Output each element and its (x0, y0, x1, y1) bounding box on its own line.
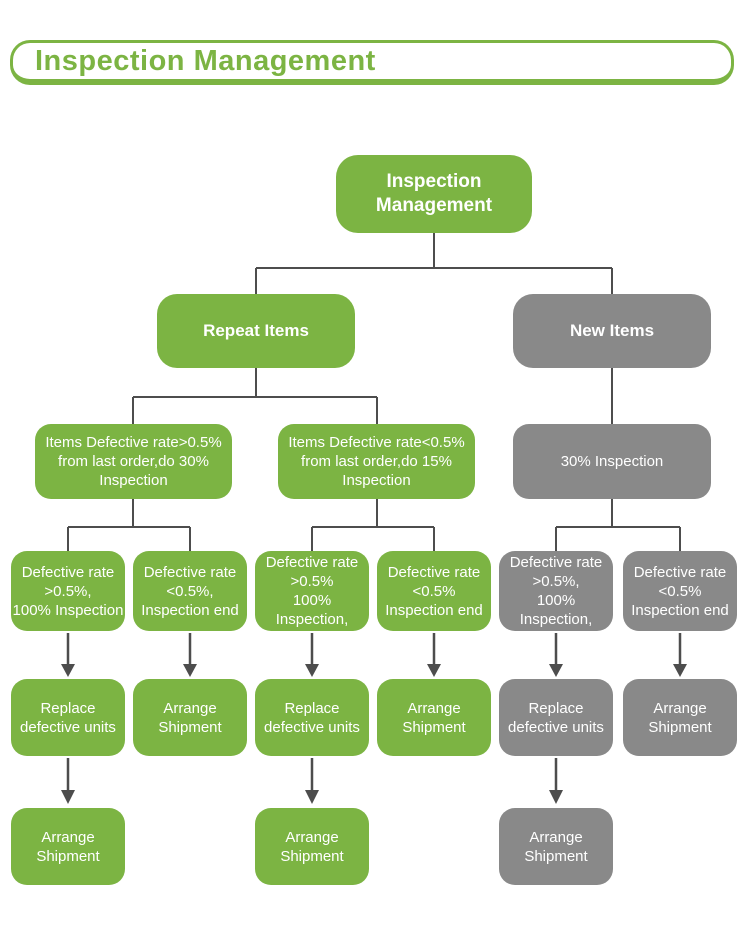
node-defective-high-3: Defective rate >0.5%, 100% Inspection, (499, 551, 613, 631)
node-arrange-shipment-final-2: Arrange Shipment (255, 808, 369, 885)
down-arrows (61, 633, 687, 804)
arrow-down-icon (61, 633, 75, 677)
node-arrange-shipment-1: Arrange Shipment (133, 679, 247, 756)
node-new-30-inspection: 30% Inspection (513, 424, 711, 499)
page-title: Inspection Management (35, 44, 376, 77)
node-replace-units-2: Replace defective units (255, 679, 369, 756)
node-new-items: New Items (513, 294, 711, 368)
node-defective-low-2: Defective rate <0.5% Inspection end (377, 551, 491, 631)
node-repeat-high-rate: Items Defective rate>0.5% from last orde… (35, 424, 232, 499)
node-repeat-items: Repeat Items (157, 294, 355, 368)
node-arrange-shipment-2: Arrange Shipment (377, 679, 491, 756)
node-inspection-management: Inspection Management (336, 155, 532, 233)
node-replace-units-3: Replace defective units (499, 679, 613, 756)
node-defective-high-1: Defective rate >0.5%, 100% Inspection (11, 551, 125, 631)
node-arrange-shipment-final-3: Arrange Shipment (499, 808, 613, 885)
node-defective-high-2: Defective rate >0.5% 100% Inspection, (255, 551, 369, 631)
node-repeat-low-rate: Items Defective rate<0.5% from last orde… (278, 424, 475, 499)
header-banner: Inspection Management (10, 40, 734, 85)
node-defective-low-3: Defective rate <0.5% Inspection end (623, 551, 737, 631)
node-arrange-shipment-3: Arrange Shipment (623, 679, 737, 756)
node-arrange-shipment-final-1: Arrange Shipment (11, 808, 125, 885)
arrow-down-icon (305, 633, 319, 677)
tree-connectors (67, 233, 681, 551)
arrow-down-icon (183, 633, 197, 677)
arrow-down-icon (305, 758, 319, 804)
arrow-down-icon (673, 633, 687, 677)
node-defective-low-1: Defective rate <0.5%, Inspection end (133, 551, 247, 631)
arrow-down-icon (549, 633, 563, 677)
arrow-down-icon (427, 633, 441, 677)
arrow-down-icon (549, 758, 563, 804)
node-replace-units-1: Replace defective units (11, 679, 125, 756)
arrow-down-icon (61, 758, 75, 804)
